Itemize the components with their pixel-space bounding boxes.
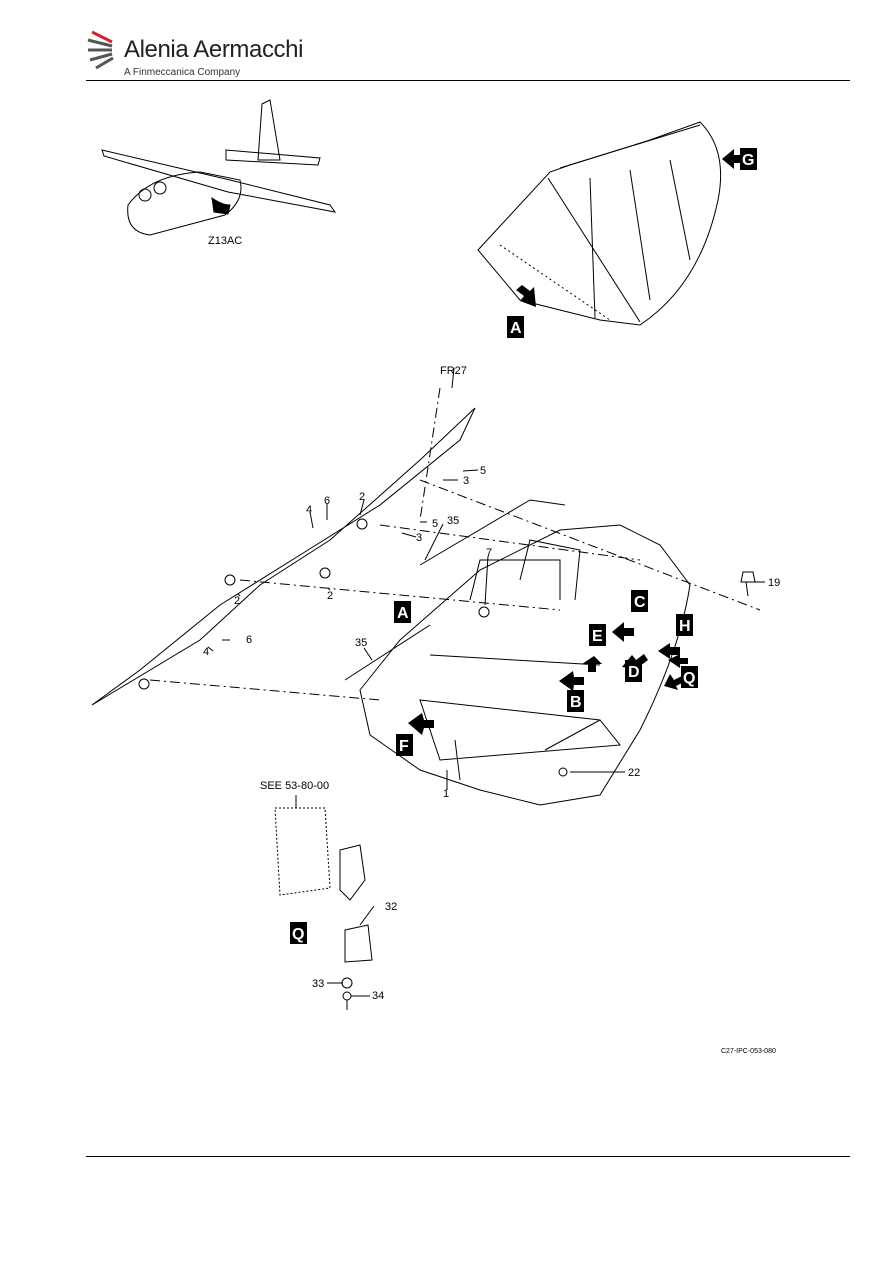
direction-arrows — [408, 149, 744, 735]
header-rule — [86, 80, 850, 81]
view-callout: G — [740, 148, 757, 170]
svg-text:A: A — [510, 320, 522, 337]
item-number: 33 — [312, 978, 324, 990]
view-callout: D — [625, 660, 642, 682]
item-number: 3 — [463, 475, 469, 487]
item-number: 4 — [306, 504, 312, 516]
svg-text:B: B — [570, 694, 582, 711]
see-reference: SEE 53-80-00 — [260, 780, 329, 792]
svg-text:F: F — [399, 738, 409, 755]
leader-lines — [207, 367, 765, 997]
item-number: 32 — [385, 901, 397, 913]
view-callout: Q — [290, 922, 307, 944]
view-callout: Q — [681, 666, 698, 688]
svg-text:C: C — [634, 594, 646, 611]
brand-subtitle: A Finmeccanica Company — [124, 67, 241, 78]
view-callout: H — [676, 614, 693, 636]
item-number: 4 — [203, 646, 209, 658]
item-number: 34 — [372, 990, 384, 1002]
item-number: 5 — [432, 518, 438, 530]
footer-rule — [86, 1156, 850, 1157]
item-number: 6 — [324, 495, 330, 507]
brand-name: Alenia Aermacchi — [124, 36, 304, 63]
item-number: 2 — [234, 595, 240, 607]
view-callout: E — [589, 624, 606, 646]
item-number: 22 — [628, 767, 640, 779]
zone-label: Z13AC — [208, 235, 242, 247]
company-logo — [86, 22, 306, 80]
item-number: 19 — [768, 577, 780, 589]
item-number: 3 — [416, 532, 422, 544]
svg-text:D: D — [628, 664, 640, 681]
item-number: 7 — [486, 547, 492, 559]
svg-text:A: A — [397, 605, 409, 622]
item-number: 5 — [480, 465, 486, 477]
view-callout: B — [567, 690, 584, 712]
frame-label: FR27 — [440, 365, 467, 377]
assembly-lines — [149, 387, 761, 701]
svg-text:H: H — [679, 618, 691, 635]
svg-text:Q: Q — [683, 670, 695, 687]
svg-text:Q: Q — [292, 926, 304, 943]
item-number: 1 — [443, 788, 449, 800]
view-callout: F — [396, 734, 413, 756]
item-number: 2 — [359, 491, 365, 503]
lower-assembly-drawing — [91, 407, 756, 1010]
item-number: 35 — [355, 637, 367, 649]
view-callout: A — [394, 601, 411, 623]
aircraft-locator-drawing — [101, 99, 337, 236]
svg-text:G: G — [742, 152, 754, 169]
item-number: 35 — [447, 515, 459, 527]
logo-mark-icon — [87, 30, 114, 70]
view-callout: C — [631, 590, 648, 612]
item-number: 6 — [246, 634, 252, 646]
view-callout: A — [507, 316, 524, 338]
drawing-reference: C27-IPC-053-080 — [721, 1048, 776, 1055]
upper-panel-drawing — [477, 121, 722, 326]
item-number: 2 — [327, 590, 333, 602]
svg-text:E: E — [592, 628, 603, 645]
